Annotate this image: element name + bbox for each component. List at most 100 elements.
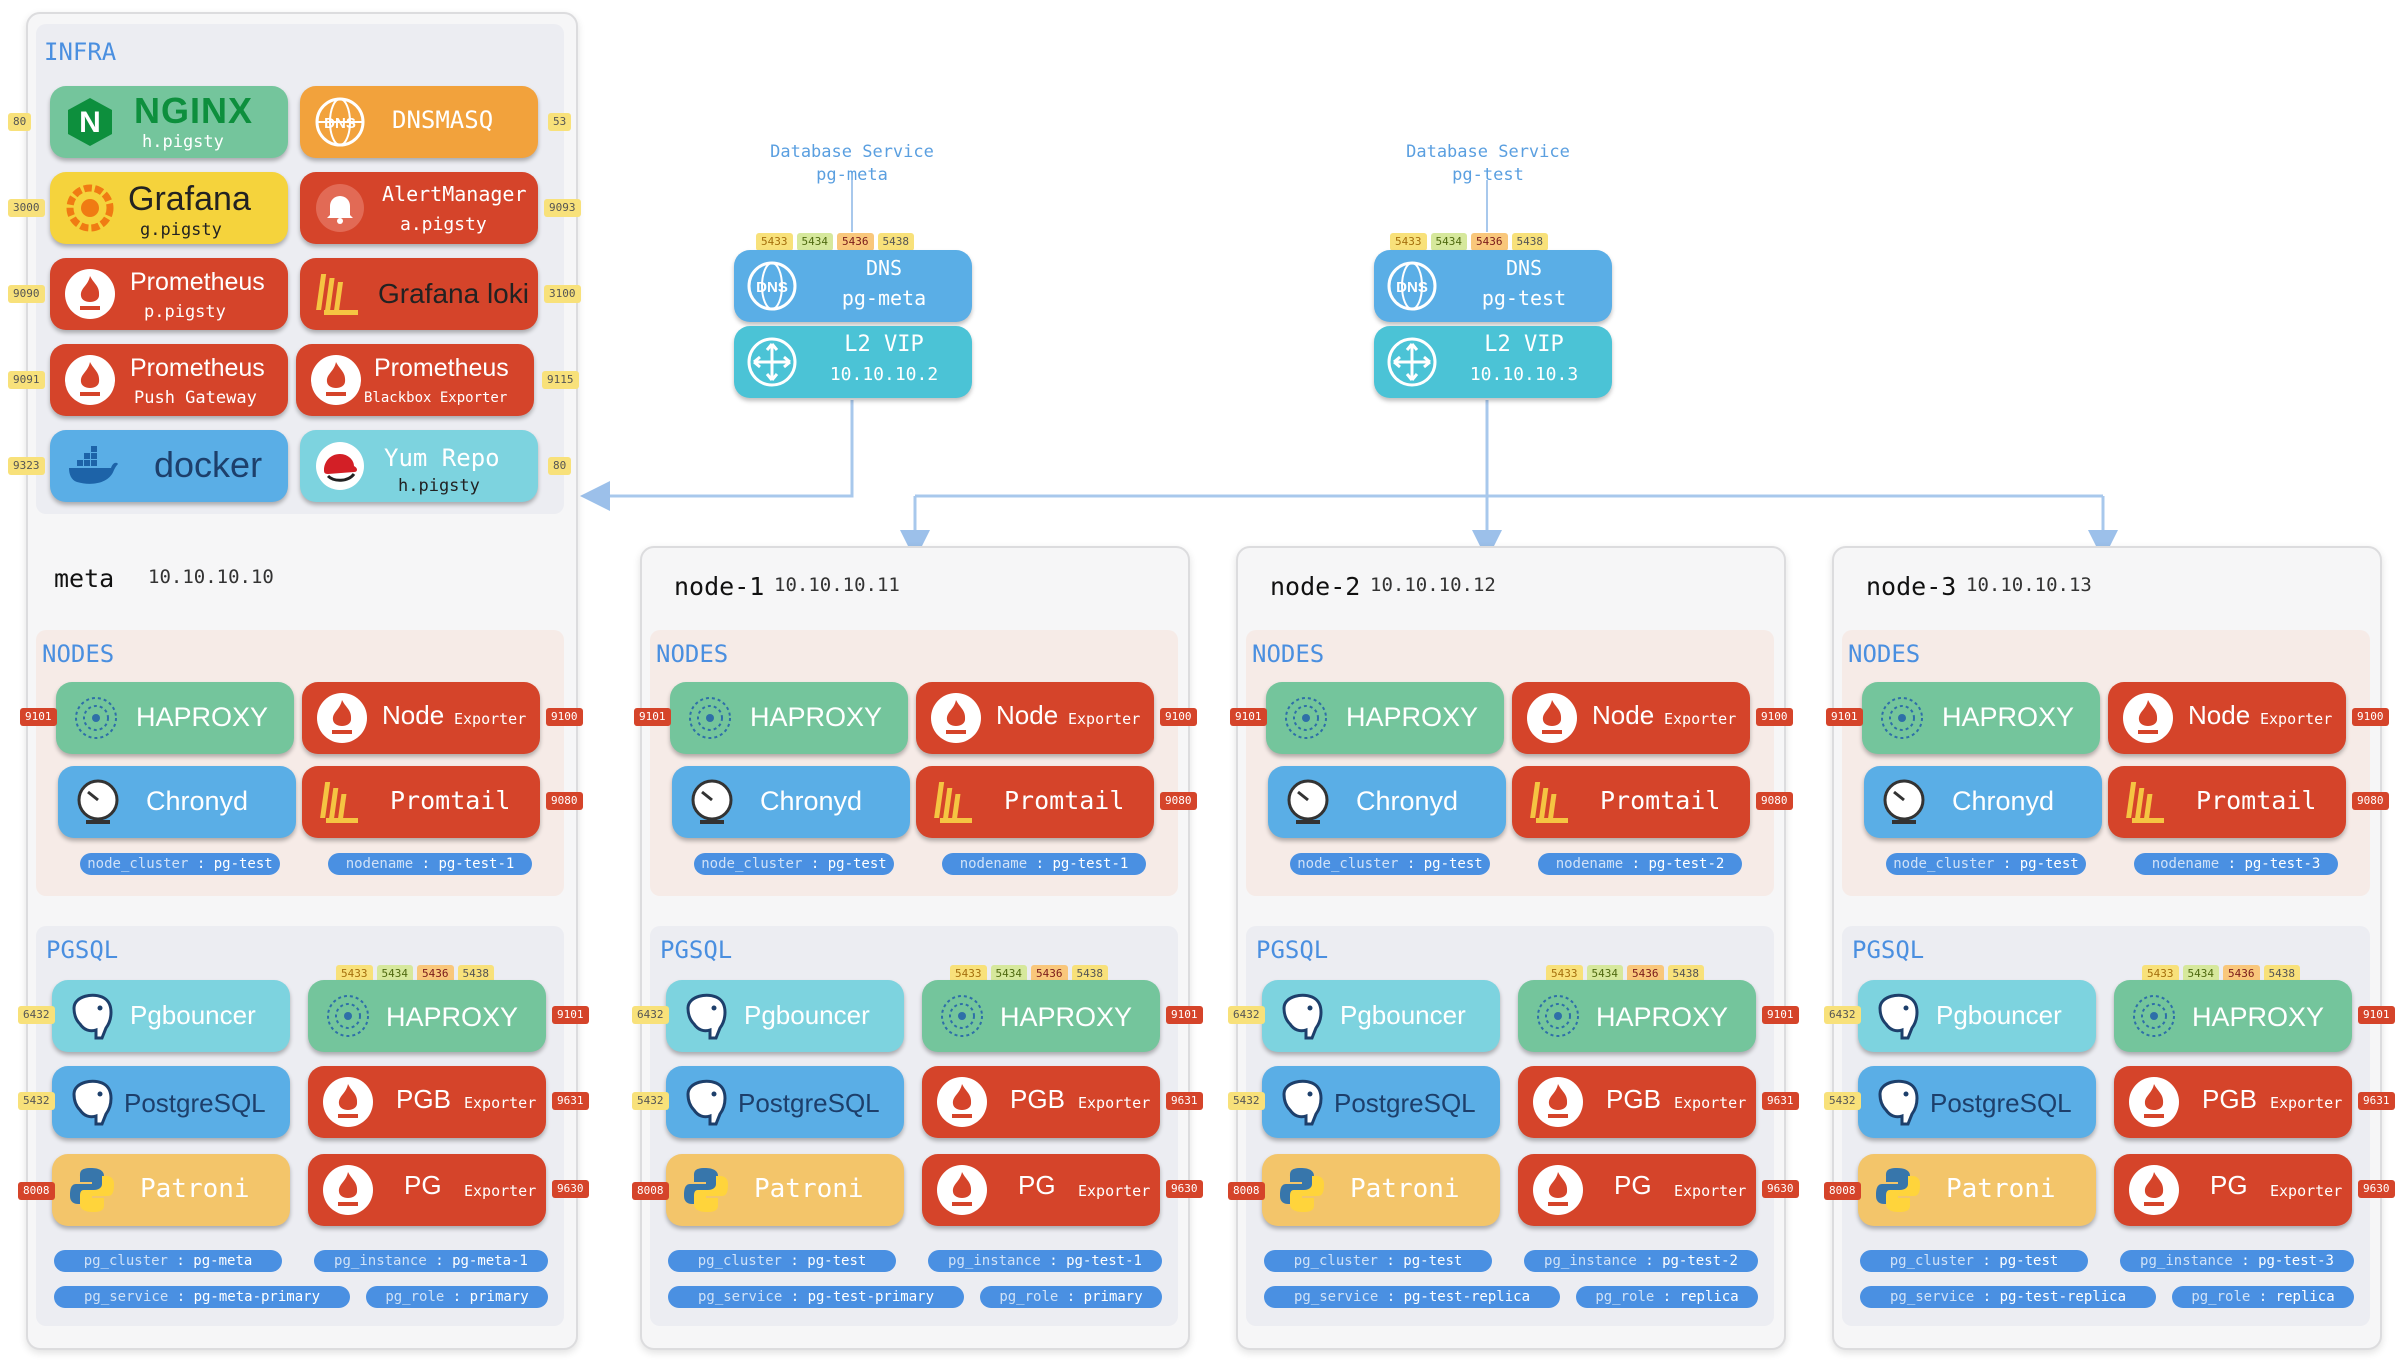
patroni-port: 8008: [1824, 1182, 1861, 1200]
haproxy-port: 9101: [1230, 708, 1267, 726]
pg-exporter-port: 9630: [552, 1180, 589, 1198]
node-exporter-component[interactable]: Node Exporter: [1512, 682, 1750, 754]
docker-name: docker: [154, 444, 263, 485]
prometheus-flame-icon: [65, 269, 115, 319]
host-block-node-2: node-2 10.10.10.12 NODES HAPROXY 9101 No…: [1228, 0, 1799, 1360]
pg-haproxy-component[interactable]: HAPROXY: [922, 980, 1160, 1052]
dns-pg-meta[interactable]: DNS DNS pg-meta: [734, 250, 972, 322]
grafana-sub: g.pigsty: [140, 220, 222, 240]
grafana-name: Grafana: [128, 180, 251, 218]
pg-haproxy-component[interactable]: HAPROXY: [1518, 980, 1756, 1052]
haproxy-component[interactable]: HAPROXY: [670, 682, 908, 754]
pgbouncer-component[interactable]: Pgbouncer: [52, 980, 290, 1052]
blackbox-component[interactable]: Prometheus Blackbox Exporter: [296, 344, 534, 416]
loki-component[interactable]: Grafana loki: [300, 258, 538, 330]
haproxy-component[interactable]: HAPROXY: [56, 682, 294, 754]
promtail-port: 9080: [546, 792, 583, 810]
nginx-component[interactable]: N NGINX h.pigsty: [50, 86, 288, 158]
promtail-icon: [2126, 782, 2164, 823]
vip-pg-meta[interactable]: L2 VIP 10.10.10.2: [734, 326, 972, 398]
node-exporter-component[interactable]: Node Exporter: [2108, 682, 2346, 754]
promtail-port: 9080: [2352, 792, 2389, 810]
patroni-component[interactable]: Patroni: [52, 1154, 290, 1226]
pg-role-tag: pg_role : replica: [2172, 1286, 2354, 1308]
patroni-component[interactable]: Patroni: [1858, 1154, 2096, 1226]
postgresql-component[interactable]: PostgreSQL: [52, 1066, 290, 1138]
chronyd-component[interactable]: Chronyd: [1864, 766, 2102, 838]
python-icon: [70, 1168, 114, 1212]
pg-exporter-component[interactable]: PG Exporter: [308, 1154, 546, 1226]
promtail-component[interactable]: Promtail: [916, 766, 1154, 838]
pgbouncer-component[interactable]: Pgbouncer: [1858, 980, 2096, 1052]
patroni-component[interactable]: Patroni: [666, 1154, 904, 1226]
prometheus-name: Prometheus: [130, 268, 265, 296]
pg-exporter-component[interactable]: PG Exporter: [922, 1154, 1160, 1226]
yumrepo-component[interactable]: Yum Repo h.pigsty: [300, 430, 538, 502]
vip-ip: 10.10.10.3: [1469, 364, 1579, 385]
vip-pg-test[interactable]: L2 VIP 10.10.10.3: [1374, 326, 1612, 398]
pg-haproxy-component[interactable]: HAPROXY: [2114, 980, 2352, 1052]
pgb-exporter-component[interactable]: PGB Exporter: [308, 1066, 546, 1138]
pg-service-tag: pg_service : pg-meta-primary: [54, 1286, 350, 1308]
alertmanager-component[interactable]: AlertManager a.pigsty: [300, 172, 538, 244]
nodes-section: [1246, 630, 1774, 896]
pg-exporter-port: 9630: [1762, 1180, 1799, 1198]
node-cluster-tag: node_cluster : pg-test: [694, 853, 894, 875]
pgb-exporter-component[interactable]: PGB Exporter: [2114, 1066, 2352, 1138]
dns-name: pg-test: [1481, 286, 1567, 310]
promtail-icon: [934, 782, 972, 823]
pg-exporter-component[interactable]: PG Exporter: [1518, 1154, 1756, 1226]
pushgateway-component[interactable]: Prometheus Push Gateway: [50, 344, 288, 416]
promtail-component[interactable]: Promtail: [1512, 766, 1750, 838]
prometheus-flame-icon: [931, 693, 981, 743]
router-icon: [1387, 337, 1437, 387]
prometheus-sub: p.pigsty: [144, 302, 226, 322]
blackbox-name: Prometheus: [374, 354, 509, 382]
pg-exporter-component[interactable]: PG Exporter: [2114, 1154, 2352, 1226]
nodes-title: NODES: [656, 640, 729, 668]
svg-text:DNS: DNS: [324, 115, 356, 132]
postgresql-component[interactable]: PostgreSQL: [1858, 1066, 2096, 1138]
vip-title: L2 VIP: [844, 332, 924, 357]
prometheus-flame-icon: [1533, 1077, 1583, 1127]
promtail-component[interactable]: Promtail: [2108, 766, 2346, 838]
pg-haproxy-component[interactable]: HAPROXY: [308, 980, 546, 1052]
pushgateway-port: 9091: [8, 371, 45, 389]
haproxy-component[interactable]: HAPROXY: [1862, 682, 2100, 754]
node-exporter-port: 9100: [2352, 708, 2389, 726]
docker-component[interactable]: docker: [50, 430, 288, 502]
patroni-component[interactable]: Patroni: [1262, 1154, 1500, 1226]
nginx-port: 80: [8, 113, 32, 131]
node-hostname: node-1: [674, 572, 765, 601]
chronyd-component[interactable]: Chronyd: [672, 766, 910, 838]
pgbouncer-component[interactable]: Pgbouncer: [666, 980, 904, 1052]
promtail-component[interactable]: Promtail: [302, 766, 540, 838]
postgresql-component[interactable]: PostgreSQL: [1262, 1066, 1500, 1138]
pgb-exporter-component[interactable]: PGB Exporter: [1518, 1066, 1756, 1138]
pg-haproxy-port: 9101: [2358, 1006, 2395, 1024]
haproxy-component[interactable]: HAPROXY: [1266, 682, 1504, 754]
loki-icon: [316, 274, 358, 315]
pg-service-tag: pg_service : pg-test-replica: [1264, 1286, 1560, 1308]
patroni-port: 8008: [18, 1182, 55, 1200]
chronyd-component[interactable]: Chronyd: [1268, 766, 1506, 838]
pg-instance-tag: pg_instance : pg-meta-1: [314, 1250, 548, 1272]
node-exporter-component[interactable]: Node Exporter: [916, 682, 1154, 754]
dns-icon: DNS: [1387, 261, 1437, 311]
chronyd-component[interactable]: Chronyd: [58, 766, 296, 838]
grafana-component[interactable]: Grafana g.pigsty: [50, 172, 288, 244]
dnsmasq-component[interactable]: DNS DNSMASQ: [300, 86, 538, 158]
postgresql-component[interactable]: PostgreSQL: [666, 1066, 904, 1138]
pg-cluster-tag: pg_cluster : pg-test: [1860, 1250, 2088, 1272]
pgb-exporter-component[interactable]: PGB Exporter: [922, 1066, 1160, 1138]
prometheus-component[interactable]: Prometheus p.pigsty: [50, 258, 288, 330]
dns-pg-test[interactable]: DNS DNS pg-test: [1374, 250, 1612, 322]
node-exporter-component[interactable]: Node Exporter: [302, 682, 540, 754]
node-exporter-port: 9100: [1756, 708, 1793, 726]
pgbouncer-component[interactable]: Pgbouncer: [1262, 980, 1500, 1052]
dnsmasq-name: DNSMASQ: [392, 106, 494, 134]
nodename-tag: nodename : pg-test-3: [2134, 853, 2338, 875]
node-cluster-tag: node_cluster : pg-test: [80, 853, 280, 875]
